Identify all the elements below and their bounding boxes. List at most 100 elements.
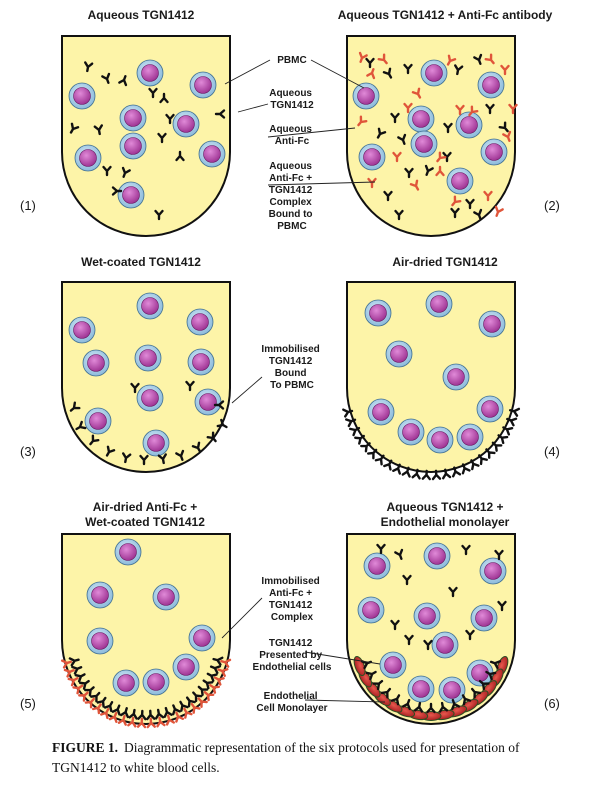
panel-2-tgn1412 xyxy=(365,57,375,69)
panel-4-cell xyxy=(478,310,506,338)
panel-5-tgn1412 xyxy=(71,665,83,675)
panel-3-cell xyxy=(136,384,164,412)
antibody-shape xyxy=(397,133,407,145)
antibody-shape xyxy=(206,431,217,443)
antibody-shape xyxy=(438,701,449,713)
cell-nucleus xyxy=(119,543,137,561)
panel-4-tgn1412 xyxy=(366,448,378,460)
panel-3-cell xyxy=(194,388,222,416)
cell-nucleus xyxy=(443,681,461,699)
panel-5-anti-fc xyxy=(127,716,137,728)
cell-nucleus xyxy=(483,315,501,333)
panel-6-tgn1412 xyxy=(404,634,414,646)
panel-6-tgn1412 xyxy=(461,544,471,556)
panel-4-tgn1412 xyxy=(477,454,488,466)
cell-nucleus xyxy=(430,295,448,313)
callout-immobilised-tgn1412: Immobilised TGN1412 Bound To PBMC xyxy=(261,344,322,391)
panel-1-cell xyxy=(198,140,226,168)
panel-1-tgn1412 xyxy=(69,122,80,134)
panel-5-cell xyxy=(142,668,170,696)
panel-5-tgn1412 xyxy=(128,708,138,720)
panel-1-cell xyxy=(172,110,200,138)
antibody-shape xyxy=(413,701,424,713)
caption-label: FIGURE 1. xyxy=(52,740,119,755)
antibody-shape xyxy=(402,574,412,586)
antibody-shape xyxy=(403,63,413,75)
caption-text: Diagrammatic representation of the six p… xyxy=(52,740,520,775)
panel-6-presented-tgn1412 xyxy=(401,698,411,711)
well-1 xyxy=(61,35,231,237)
panel-3-tgn1412 xyxy=(122,452,132,464)
antibody-shape xyxy=(382,67,393,79)
panel-4-tgn1412 xyxy=(431,469,442,481)
antibody-shape xyxy=(451,698,461,711)
panel-5-cell xyxy=(152,583,180,611)
panel-5-tgn1412 xyxy=(202,679,214,690)
cell-nucleus xyxy=(73,321,91,339)
panel-5-title-line2: Wet-coated TGN1412 xyxy=(85,515,205,529)
antibody-shape xyxy=(404,634,414,646)
antibody-shape xyxy=(130,382,140,394)
callout-aqueous-tgn1412: Aqueous TGN1412 xyxy=(269,88,315,111)
panel-5-tgn1412 xyxy=(78,679,90,690)
panel-6-presented-tgn1412 xyxy=(365,670,377,681)
antibody-shape xyxy=(148,87,158,99)
panel-6-title-line1: Aqueous TGN1412 + xyxy=(386,500,503,514)
panel-5-tgn1412 xyxy=(172,704,181,716)
antibody-shape xyxy=(423,639,433,651)
panel-3-cell xyxy=(84,407,112,435)
panel-2-anti-fc xyxy=(411,87,422,99)
cell-nucleus xyxy=(436,636,454,654)
panel-2-anti-fc xyxy=(468,105,479,117)
panel-5-anti-fc xyxy=(175,711,185,723)
antibody-shape xyxy=(146,709,156,721)
panel-5-anti-fc xyxy=(156,716,166,728)
antibody-shape xyxy=(157,132,167,144)
cell-nucleus xyxy=(194,76,212,94)
panel-1-cell xyxy=(68,82,96,110)
antibody-shape xyxy=(376,127,387,139)
panel-6-presented-tgn1412 xyxy=(461,694,472,706)
antibody-shape xyxy=(500,64,510,76)
antibody-shape xyxy=(159,92,169,104)
cell-nucleus xyxy=(402,423,420,441)
panel-2-anti-fc xyxy=(392,151,402,163)
cell-nucleus xyxy=(460,116,478,134)
panel-3-tgn1412 xyxy=(157,453,167,465)
antibody-shape xyxy=(473,208,483,220)
panel-2-tgn1412 xyxy=(397,133,407,145)
panel-5-anti-fc xyxy=(183,707,193,719)
panel-5-anti-fc xyxy=(217,668,229,677)
cell-nucleus xyxy=(412,680,430,698)
antibody-shape xyxy=(84,61,94,73)
antibody-shape xyxy=(84,686,95,697)
antibody-shape xyxy=(446,54,457,66)
panel-2-tgn1412 xyxy=(443,122,453,134)
panel-2-anti-fc xyxy=(483,190,493,202)
panel-4-tgn1412 xyxy=(461,463,471,475)
antibody-shape xyxy=(494,205,504,217)
panel-6-cell xyxy=(479,557,507,585)
panel-4-tgn1412 xyxy=(502,426,514,436)
panel-6-cell xyxy=(413,602,441,630)
antibody-shape xyxy=(102,165,112,177)
antibody-shape xyxy=(461,544,471,556)
antibody-shape xyxy=(360,442,371,453)
cell-nucleus xyxy=(481,400,499,418)
antibody-shape xyxy=(209,683,221,694)
panel-5-tgn1412 xyxy=(212,656,224,666)
panel-2-cell xyxy=(410,130,438,158)
panel-4-cell xyxy=(425,290,453,318)
antibody-shape xyxy=(122,452,132,464)
panel-2-anti-fc xyxy=(500,64,510,76)
panel-4-tgn1412 xyxy=(401,466,411,478)
cell-nucleus xyxy=(157,588,175,606)
cell-nucleus xyxy=(193,629,211,647)
panel-5-tgn1412 xyxy=(185,696,196,708)
cell-nucleus xyxy=(79,149,97,167)
antibody-shape xyxy=(383,459,393,471)
antibody-shape xyxy=(452,466,462,478)
panel-3-tgn1412 xyxy=(75,420,87,431)
antibody-shape xyxy=(470,459,480,471)
panel-5-tgn1412 xyxy=(154,708,165,720)
